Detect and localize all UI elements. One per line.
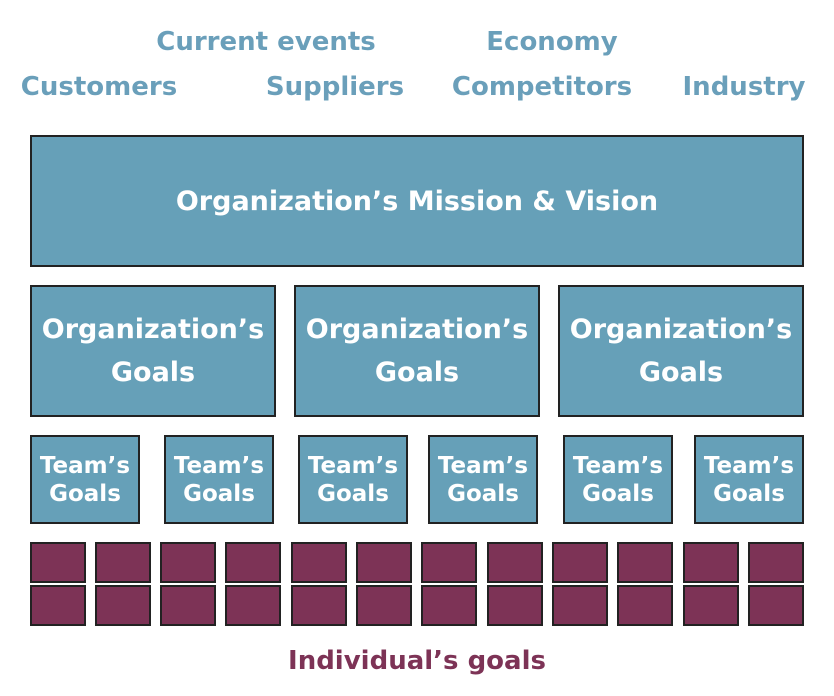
individual-goal-block xyxy=(356,542,412,583)
individual-goal-block xyxy=(748,585,804,626)
team-goals-box: Team’s Goals xyxy=(694,435,804,524)
individual-goal-block xyxy=(487,542,543,583)
individual-goal-block xyxy=(291,585,347,626)
team-goals-box: Team’s Goals xyxy=(164,435,274,524)
team-goals-box: Team’s Goals xyxy=(428,435,538,524)
factor-suppliers: Suppliers xyxy=(265,72,405,102)
factor-economy: Economy xyxy=(486,27,618,57)
individual-goal-block xyxy=(160,585,216,626)
individual-goal-block xyxy=(95,542,151,583)
individual-goal-block xyxy=(683,542,739,583)
individual-goal-block xyxy=(356,585,412,626)
team-goals-box: Team’s Goals xyxy=(298,435,408,524)
individual-goal-block xyxy=(30,585,86,626)
mission-vision-box: Organization’s Mission & Vision xyxy=(30,135,804,267)
individual-goal-block xyxy=(748,542,804,583)
individual-goal-block xyxy=(160,542,216,583)
team-goals-box: Team’s Goals xyxy=(30,435,140,524)
individual-goal-block xyxy=(291,542,347,583)
individual-goal-block xyxy=(225,542,281,583)
individual-goal-block xyxy=(421,542,477,583)
individual-goal-block xyxy=(552,542,608,583)
individual-goal-block xyxy=(421,585,477,626)
factor-industry: Industry xyxy=(682,72,806,102)
factor-customers: Customers xyxy=(20,72,178,102)
individual-goal-block xyxy=(487,585,543,626)
org-goals-box: Organization’s Goals xyxy=(294,285,540,417)
individual-goal-block xyxy=(617,542,673,583)
org-goals-box: Organization’s Goals xyxy=(30,285,276,417)
org-goals-box: Organization’s Goals xyxy=(558,285,804,417)
individual-goals-caption: Individual’s goals xyxy=(288,646,546,676)
factor-current-events: Current events xyxy=(156,27,376,57)
individual-goal-block xyxy=(30,542,86,583)
individual-goal-block xyxy=(95,585,151,626)
team-goals-box: Team’s Goals xyxy=(563,435,673,524)
individual-goal-block xyxy=(225,585,281,626)
individual-goal-block xyxy=(552,585,608,626)
individual-goal-block xyxy=(683,585,739,626)
individual-goal-block xyxy=(617,585,673,626)
factor-competitors: Competitors xyxy=(451,72,633,102)
